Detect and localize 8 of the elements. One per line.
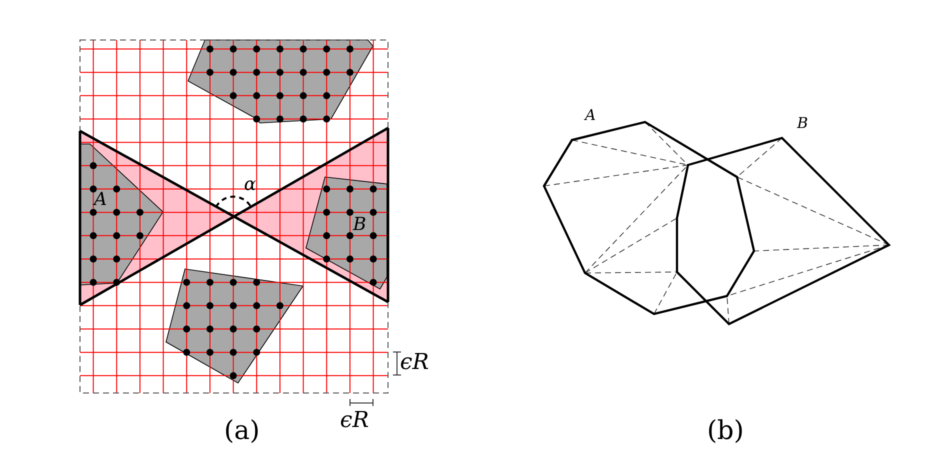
- polygon-label: A: [94, 191, 107, 209]
- polygon-label: B: [353, 216, 366, 234]
- scale-label: ϵR: [340, 410, 369, 432]
- scale-label: ϵR: [400, 352, 429, 374]
- panel-label: (b): [707, 418, 744, 444]
- polygon-label: A: [585, 108, 596, 123]
- polygon-label: B: [797, 116, 808, 131]
- panel-label: (a): [224, 418, 260, 444]
